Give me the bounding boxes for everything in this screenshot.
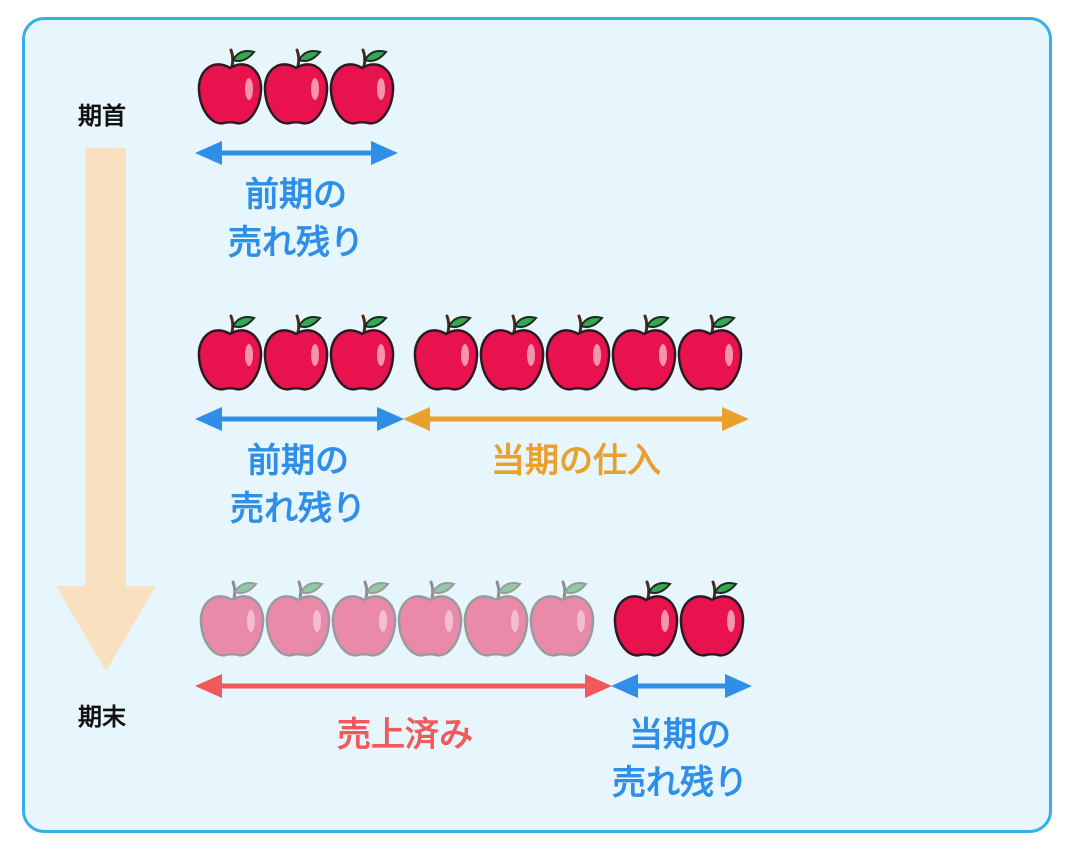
label-line-1: 前期の	[245, 175, 347, 215]
row3-apples-sold	[199, 580, 595, 657]
apple-icon	[611, 314, 677, 391]
timeline-arrow	[56, 148, 156, 671]
row2-apples-group2	[413, 314, 743, 391]
row2-arrow-orange	[403, 407, 749, 431]
apple-icon	[331, 580, 397, 657]
apple-icon	[329, 314, 395, 391]
apple-icon	[613, 580, 679, 657]
apple-icon	[545, 314, 611, 391]
row2-arrow-blue	[195, 407, 404, 431]
apple-icon	[479, 314, 545, 391]
apple-icon	[199, 580, 265, 657]
label-line-2: 売れ残り	[612, 763, 748, 803]
row3-current-leftover-label: 当期の 売れ残り	[580, 711, 780, 807]
row1-arrow-blue	[195, 141, 398, 165]
diagram-panel	[22, 17, 1052, 833]
row2-apples-group1	[197, 314, 395, 391]
apple-icon	[679, 580, 745, 657]
label-line-2: 売れ残り	[228, 223, 364, 263]
apple-icon	[463, 580, 529, 657]
row2-previous-leftover-label: 前期の 売れ残り	[198, 437, 398, 533]
apple-icon	[677, 314, 743, 391]
end-of-period-label: 期末	[78, 703, 126, 731]
label-line-1: 当期の	[629, 715, 731, 755]
label-line-2: 売れ残り	[230, 489, 366, 529]
row1-apples	[197, 48, 395, 125]
apple-icon	[397, 580, 463, 657]
start-of-period-label: 期首	[78, 102, 126, 130]
row3-arrow-red	[195, 674, 612, 698]
label-line-1: 前期の	[247, 441, 349, 481]
apple-icon	[263, 314, 329, 391]
apple-icon	[529, 580, 595, 657]
apple-icon	[265, 580, 331, 657]
label-line-1: 売上済み	[337, 715, 473, 755]
row1-previous-leftover-label: 前期の 売れ残り	[196, 171, 396, 267]
row3-sold-label: 売上済み	[305, 711, 505, 759]
row3-arrow-blue	[611, 674, 752, 698]
row2-current-purchase-label: 当期の仕入	[426, 437, 726, 485]
apple-icon	[197, 314, 263, 391]
apple-icon	[413, 314, 479, 391]
apple-icon	[197, 48, 263, 125]
row3-apples-remaining	[613, 580, 745, 657]
apple-icon	[263, 48, 329, 125]
label-line-1: 当期の仕入	[491, 441, 661, 481]
apple-icon	[329, 48, 395, 125]
